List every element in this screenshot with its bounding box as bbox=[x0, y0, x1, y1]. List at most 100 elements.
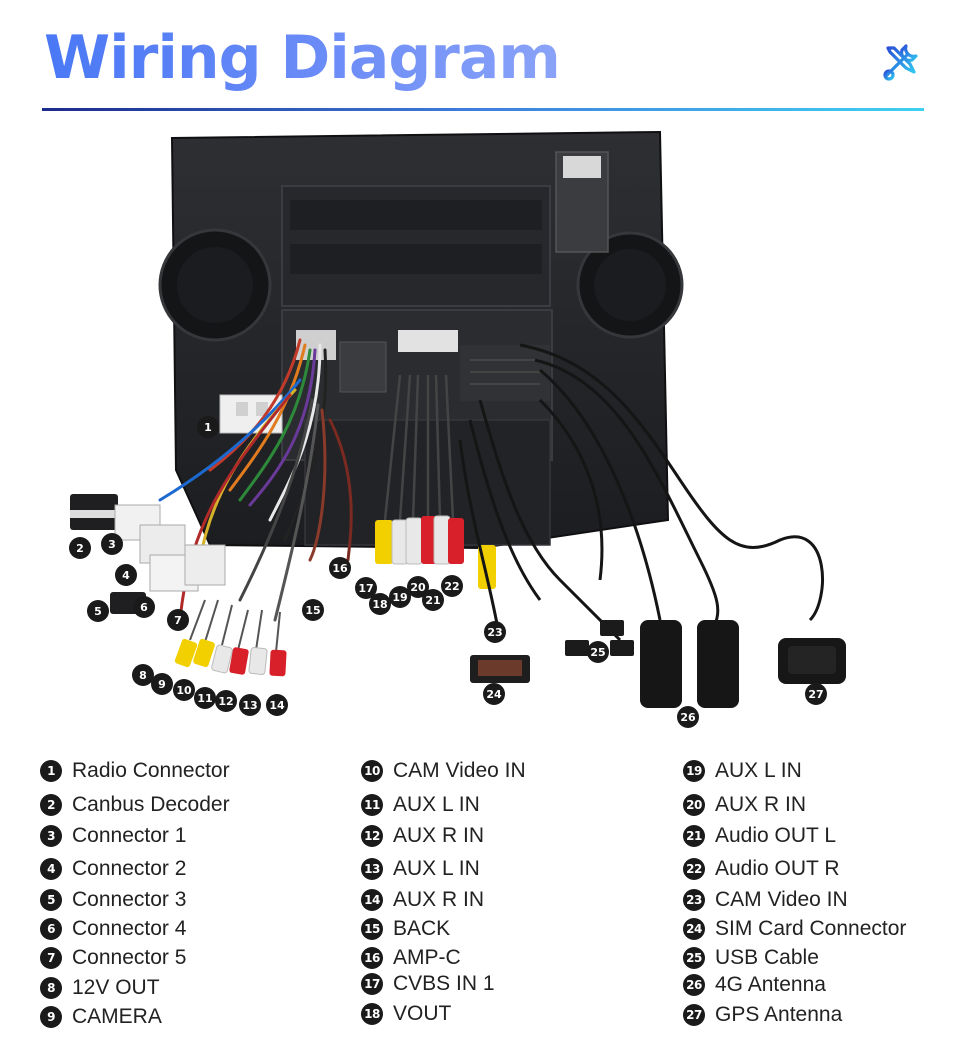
connector-2 bbox=[149, 544, 226, 592]
legend-label: BACK bbox=[393, 917, 451, 940]
legend-label: AUX L IN bbox=[715, 759, 802, 782]
legend-number: 15 bbox=[361, 918, 383, 940]
svg-text:26: 26 bbox=[680, 711, 696, 724]
callout-2: 2 bbox=[69, 537, 91, 559]
svg-text:8: 8 bbox=[139, 669, 147, 682]
legend-number: 4 bbox=[40, 858, 62, 880]
legend-number: 9 bbox=[40, 1006, 62, 1028]
legend-label: Connector 1 bbox=[72, 824, 187, 847]
legend-label: 4G Antenna bbox=[715, 973, 826, 996]
title-divider bbox=[42, 108, 924, 111]
svg-text:4: 4 bbox=[122, 569, 130, 582]
svg-text:2: 2 bbox=[76, 542, 84, 555]
legend-item: 15 BACK bbox=[361, 917, 450, 941]
callout-26: 26 bbox=[677, 706, 699, 728]
callout-18: 18 bbox=[369, 593, 391, 615]
legend-number: 23 bbox=[683, 889, 705, 911]
legend-number: 18 bbox=[361, 1003, 383, 1025]
callout-27: 27 bbox=[805, 683, 827, 705]
callout-13: 13 bbox=[239, 694, 261, 716]
legend-label: Audio OUT L bbox=[715, 824, 837, 847]
svg-text:1: 1 bbox=[204, 421, 212, 434]
svg-text:6: 6 bbox=[140, 601, 148, 614]
legend-item: 9 CAMERA bbox=[40, 1005, 162, 1029]
legend-label: CAMERA bbox=[72, 1005, 162, 1028]
legend-number: 21 bbox=[683, 825, 705, 847]
legend-item: 12 AUX R IN bbox=[361, 824, 484, 848]
svg-text:18: 18 bbox=[372, 598, 387, 611]
rca-group-center bbox=[375, 374, 496, 589]
callout-16: 16 bbox=[329, 557, 351, 579]
legend-number: 22 bbox=[683, 858, 705, 880]
legend-label: CVBS IN 1 bbox=[393, 972, 495, 995]
callout-1: 1 bbox=[197, 416, 219, 438]
rca-group-left bbox=[174, 599, 287, 677]
callout-8: 8 bbox=[132, 664, 154, 686]
legend-item: 8 12V OUT bbox=[40, 976, 160, 1000]
legend-label: GPS Antenna bbox=[715, 1003, 843, 1026]
legend-label: Connector 2 bbox=[72, 857, 187, 880]
legend-label: CAM Video IN bbox=[715, 888, 848, 911]
wiring-diagram: 1 2 3 4 5 6 7 8 9 10 11 12 13 14 15 16 1… bbox=[69, 130, 846, 728]
legend-number: 16 bbox=[361, 947, 383, 969]
svg-text:20: 20 bbox=[410, 581, 426, 594]
svg-text:27: 27 bbox=[808, 688, 823, 701]
antenna-cables bbox=[458, 343, 824, 642]
svg-text:17: 17 bbox=[358, 582, 373, 595]
legend-label: AMP-C bbox=[393, 946, 461, 969]
connector-1 bbox=[114, 504, 186, 564]
legend-label: 12V OUT bbox=[72, 976, 160, 999]
page-title: Wiring Diagram bbox=[44, 18, 561, 98]
legend-number: 11 bbox=[361, 794, 383, 816]
legend-number: 10 bbox=[361, 760, 383, 782]
legend-label: AUX R IN bbox=[715, 793, 807, 816]
legend-number: 13 bbox=[361, 858, 383, 880]
legend-item: 17 CVBS IN 1 bbox=[361, 972, 495, 996]
gps-antenna bbox=[778, 638, 846, 684]
legend-label: SIM Card Connector bbox=[715, 917, 907, 940]
callout-23: 23 bbox=[484, 621, 506, 643]
legend-number: 12 bbox=[361, 825, 383, 847]
callout-14: 14 bbox=[266, 694, 288, 716]
callout-4: 4 bbox=[115, 564, 137, 586]
legend-label: AUX R IN bbox=[393, 824, 485, 847]
sim-card-connector bbox=[470, 655, 530, 683]
legend-number: 17 bbox=[361, 973, 383, 995]
legend-number: 5 bbox=[40, 889, 62, 911]
legend-number: 25 bbox=[683, 947, 705, 969]
callout-19: 19 bbox=[389, 586, 411, 608]
legend-item: 4 Connector 2 bbox=[40, 857, 186, 881]
legend-label: Audio OUT R bbox=[715, 857, 840, 880]
svg-text:9: 9 bbox=[158, 678, 166, 691]
tools-icon bbox=[883, 44, 918, 81]
legend-number: 8 bbox=[40, 977, 62, 999]
legend-item: 24 SIM Card Connector bbox=[683, 917, 906, 941]
legend-item: 26 4G Antenna bbox=[683, 973, 826, 997]
callout-markers: 1 2 3 4 5 6 7 8 9 10 11 12 13 14 15 16 1… bbox=[69, 416, 827, 728]
legend-number: 24 bbox=[683, 918, 705, 940]
callout-24: 24 bbox=[483, 683, 505, 705]
svg-text:10: 10 bbox=[176, 684, 192, 697]
legend-number: 6 bbox=[40, 918, 62, 940]
callout-17: 17 bbox=[355, 577, 377, 599]
legend-label: Canbus Decoder bbox=[72, 793, 230, 816]
legend-number: 2 bbox=[40, 794, 62, 816]
callout-7: 7 bbox=[167, 609, 189, 631]
callout-6: 6 bbox=[133, 596, 155, 618]
usb-cable bbox=[565, 620, 634, 656]
svg-text:24: 24 bbox=[486, 688, 502, 701]
legend-item: 21 Audio OUT L bbox=[683, 824, 836, 848]
legend-number: 26 bbox=[683, 974, 705, 996]
